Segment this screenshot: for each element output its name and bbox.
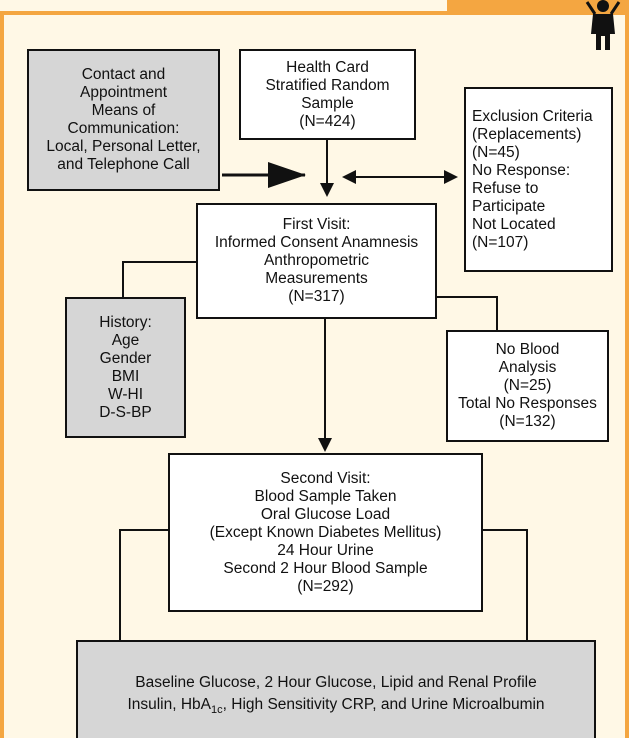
- contact-arrowhead: [268, 162, 306, 188]
- health-card-text: Health Card Stratified Random Sample (N=…: [265, 58, 390, 130]
- frame-top-border: [0, 11, 447, 15]
- exclusion-box: Exclusion Criteria (Replacements) (N=45)…: [464, 87, 613, 272]
- history-connector: [122, 261, 196, 297]
- baseline-line2-pre: Insulin, HbA: [127, 696, 212, 713]
- second-left-connector: [119, 529, 168, 640]
- history-text: History: Age Gender BMI W-HI D-S-BP: [99, 313, 152, 421]
- frame-corner-tab: [447, 0, 629, 15]
- health-card-box: Health Card Stratified Random Sample (N=…: [239, 49, 416, 140]
- baseline-text: Baseline Glucose, 2 Hour Glucose, Lipid …: [127, 672, 544, 721]
- history-box: History: Age Gender BMI W-HI D-S-BP: [65, 297, 186, 438]
- baseline-line2: Insulin, HbA1c, High Sensitivity CRP, an…: [127, 694, 544, 721]
- frame-left-border: [0, 11, 4, 738]
- exclusion-text: Exclusion Criteria (Replacements) (N=45)…: [472, 107, 593, 251]
- contact-box: Contact and Appointment Means of Communi…: [27, 49, 220, 191]
- contact-text: Contact and Appointment Means of Communi…: [46, 66, 201, 173]
- frame-right-border: [625, 11, 629, 738]
- second-visit-text: Second Visit: Blood Sample Taken Oral Gl…: [209, 469, 442, 595]
- baseline-box: Baseline Glucose, 2 Hour Glucose, Lipid …: [76, 640, 596, 738]
- baseline-line2-post: , High Sensitivity CRP, and Urine Microa…: [222, 696, 545, 713]
- baseline-line2-sub: 1c: [211, 704, 223, 717]
- baseline-line1: Baseline Glucose, 2 Hour Glucose, Lipid …: [135, 674, 537, 691]
- no-blood-box: No Blood Analysis (N=25) Total No Respon…: [446, 330, 609, 442]
- first-visit-text: First Visit: Informed Consent Anamnesis …: [214, 216, 419, 305]
- no-blood-text: No Blood Analysis (N=25) Total No Respon…: [458, 341, 597, 430]
- first-visit-box: First Visit: Informed Consent Anamnesis …: [196, 203, 437, 319]
- no-blood-connector: [437, 296, 498, 330]
- second-right-connector: [483, 529, 528, 640]
- person-silhouette-icon: [585, 0, 621, 50]
- second-visit-box: Second Visit: Blood Sample Taken Oral Gl…: [168, 453, 483, 612]
